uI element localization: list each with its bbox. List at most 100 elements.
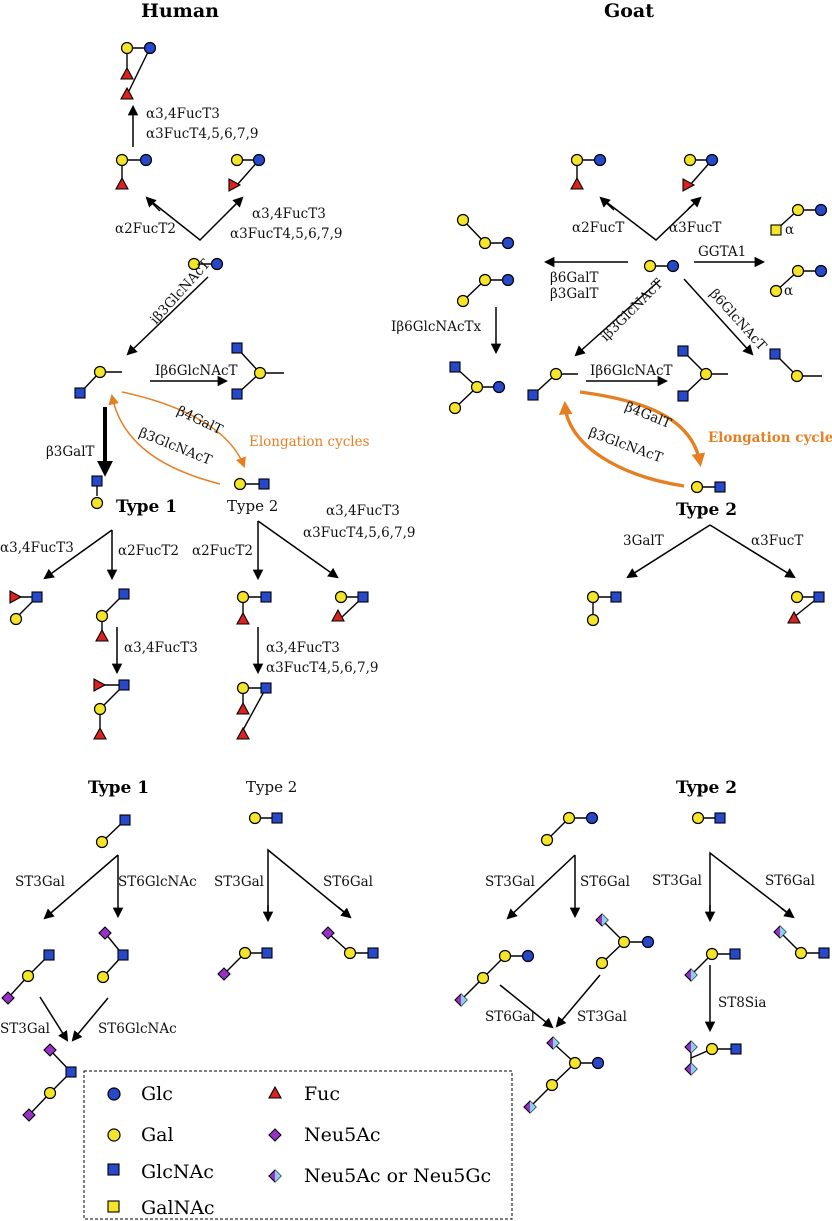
glycan-g-3fl — [682, 153, 719, 192]
enzyme-label: α3,4FucT3 — [146, 106, 220, 122]
galnac-residue — [770, 224, 782, 236]
glycan-g-b6glcnac — [769, 348, 822, 383]
enzyme-label: Iβ6GlcNAcT — [155, 363, 238, 379]
arrow-g-ib3 — [574, 279, 661, 357]
legend-glc-icon — [107, 1087, 121, 1101]
elongation-label: Elongation cycles — [708, 430, 832, 446]
legend-galnac-icon — [107, 1200, 120, 1213]
enzyme-label: α3FucT — [751, 533, 803, 549]
legend-glcnac-icon — [107, 1163, 120, 1176]
enzyme-label: ST3Gal — [15, 874, 65, 890]
legend-neu5ac-or-gc: Neu5Ac or Neu5Gc — [304, 1165, 491, 1187]
legend-box — [83, 1070, 513, 1220]
arrow-h-ib3 — [126, 276, 209, 356]
elongation-label: Elongation cycles — [249, 434, 370, 450]
arrow-h-b4galt — [121, 391, 246, 468]
alpha-label: α — [785, 222, 794, 238]
enzyme-label: α2FucT2 — [118, 543, 179, 559]
legend-glcnac: GlcNAc — [141, 1161, 214, 1183]
glycan-g-lnt2 — [527, 367, 578, 401]
enzyme-label: Iβ6GlcNAcT — [590, 363, 673, 379]
glycan-h-lex — [331, 590, 369, 622]
arrow-sg-st6gal-2 — [499, 984, 554, 1029]
glycan-h-lnt2 — [74, 365, 122, 399]
enzyme-label: α3,4FucT3 — [326, 503, 400, 519]
glycan-sg-disialyl — [523, 1036, 605, 1114]
label-sia-type1: Type 1 — [88, 778, 149, 798]
enzyme-label: ST8Sia — [718, 995, 766, 1011]
glycan-g-2fl — [570, 153, 607, 190]
enzyme-label: α3,4FucT3 — [266, 640, 340, 656]
glycan-h-h2 — [236, 590, 272, 625]
arrow-s-st3gal-3 — [39, 996, 69, 1042]
glycan-sg-6sln — [773, 925, 830, 960]
glycan-h-ley — [236, 681, 272, 740]
enzyme-label: β6GalT — [550, 270, 599, 286]
enzyme-label: α2FucT — [572, 220, 624, 236]
glycan-s-st6-prod — [96, 926, 129, 984]
arrow-h-v — [146, 197, 243, 242]
glycan-g-lex — [787, 590, 825, 624]
arrow-g-b4galt — [579, 390, 706, 468]
glycan-h-leb — [93, 678, 130, 740]
glycan-s-6sln — [321, 926, 379, 960]
title-human: Human — [141, 0, 219, 22]
glycan-sg-st6-prod — [595, 913, 655, 970]
legend-gal: Gal — [141, 1124, 174, 1146]
enzyme-label: α2FucT2 — [115, 221, 176, 237]
enzyme-label: α3,4FucT3 — [252, 206, 326, 222]
arrow-g-a3fuct — [709, 524, 796, 579]
glycan-g-b3gallac — [456, 273, 515, 308]
legend-neu5ac: Neu5Ac — [304, 1124, 381, 1146]
alpha-label: α — [784, 283, 793, 299]
glycan-g-alphagal2 — [769, 264, 828, 298]
glycan-g-branched — [677, 345, 728, 402]
glycan-g-3galt-prod — [586, 590, 622, 627]
label-sia-type2: Type 2 — [246, 778, 297, 796]
label-g-type2: Type 2 — [676, 500, 737, 520]
glycan-g-alphagal — [770, 203, 828, 236]
enzyme-label: 3GalT — [623, 533, 664, 549]
legend: Glc Gal GlcNAc GalNAc Fuc Neu5Ac Neu5Ac … — [83, 1070, 513, 1220]
legend-neu5ac-icon — [268, 1128, 282, 1142]
glycan-sg-3sln — [684, 947, 741, 982]
enzyme-label: Iβ6GlcNAcTx — [391, 319, 482, 335]
enzyme-label: β3GlcNAcT — [137, 425, 215, 469]
glycan-h-lactose — [187, 257, 224, 271]
glycan-h-type2 — [233, 477, 270, 491]
enzyme-label: ST3Gal — [652, 873, 702, 889]
glycan-g-branched-lac — [448, 361, 506, 415]
arrow-s-st6glcnac-3 — [71, 997, 109, 1042]
glycan-g-type2 — [690, 480, 726, 494]
enzyme-label: β3GlcNAcT — [587, 425, 665, 466]
enzyme-label: β6GlcNAcT — [706, 286, 770, 354]
enzyme-label: α3FucT4,5,6,7,9 — [230, 226, 342, 242]
arrow-h-t2-right — [257, 520, 339, 579]
enzyme-label: iβ3GlcNAcT — [598, 276, 667, 345]
glycan-h-2fl — [115, 153, 153, 190]
legend-gal-icon — [107, 1128, 121, 1142]
enzyme-label: ST6Gal — [580, 874, 630, 890]
legend-glc: Glc — [141, 1083, 173, 1105]
legend-fuc-icon — [268, 1085, 282, 1099]
fuc-residue — [120, 86, 134, 100]
enzyme-label: β4GalT — [174, 403, 225, 438]
glycan-h-3fl — [228, 153, 266, 192]
enzyme-label: α3FucT — [669, 220, 721, 236]
glycan-h-top-difuco — [120, 41, 157, 100]
legend-fuc: Fuc — [304, 1083, 340, 1105]
label-h-type1: Type 1 — [116, 497, 177, 517]
arrow-s-st6gal-2 — [337, 906, 352, 919]
glycan-g-b6gallac — [456, 213, 515, 250]
enzyme-label: ST3Gal — [0, 1021, 50, 1037]
enzyme-label: β3GalT — [46, 444, 95, 460]
title-goat: Goat — [604, 0, 654, 22]
enzyme-label: ST6GlcNAc — [118, 874, 197, 890]
arrow-sg-st3gal-2 — [555, 974, 601, 1028]
enzyme-label: ST3Gal — [214, 874, 264, 890]
gal-residue — [120, 41, 134, 55]
glycan-s-disialyl — [22, 1043, 77, 1122]
glycan-s-3sln — [217, 946, 273, 981]
arrow-g-b6glcnact — [683, 278, 754, 356]
enzyme-label: ST3Gal — [485, 874, 535, 890]
